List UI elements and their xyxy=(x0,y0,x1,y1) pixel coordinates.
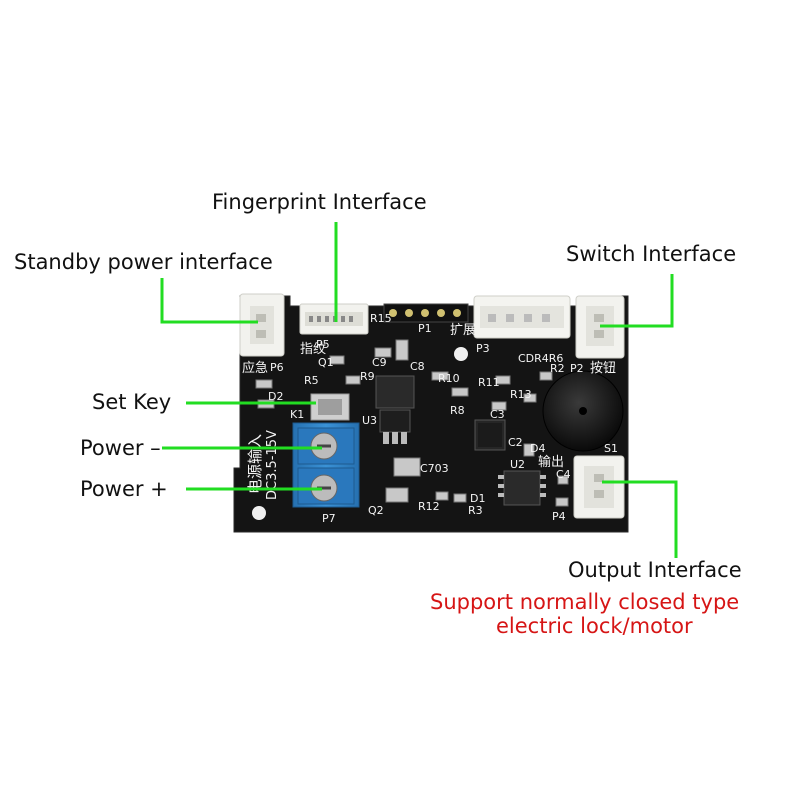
label-output-note-line2: electric lock/motor xyxy=(496,614,693,638)
p6-standby-connector xyxy=(239,293,285,357)
silk-p7: P7 xyxy=(322,512,336,525)
leader-switch xyxy=(600,274,674,328)
silk-p3: P3 xyxy=(476,342,490,355)
silk-p1: P1 xyxy=(418,322,432,335)
silk-p4: P4 xyxy=(552,510,566,523)
silk-r2: R2 xyxy=(550,362,565,375)
silk-q1: Q1 xyxy=(318,356,334,369)
silk-r5: R5 xyxy=(304,374,319,387)
silk-cdr4r6: CDR4R6 xyxy=(518,352,563,365)
silk-d2: D2 xyxy=(268,390,283,403)
silk-expand: 扩展 xyxy=(450,323,476,338)
silk-r8: R8 xyxy=(450,404,465,417)
silk-power-input: 电源输入 xyxy=(246,434,264,494)
p1-header-pads xyxy=(383,303,469,323)
silk-r13: R13 xyxy=(510,388,532,401)
label-standby-power-interface: Standby power interface xyxy=(14,250,273,274)
p3-expand-connector xyxy=(473,295,571,339)
label-power-minus: Power – xyxy=(80,436,161,460)
label-output-interface: Output Interface xyxy=(568,558,742,582)
silk-r3: R3 xyxy=(468,504,483,517)
label-fingerprint-interface: Fingerprint Interface xyxy=(212,190,427,214)
p4-output-connector xyxy=(573,455,625,519)
leader-standby xyxy=(160,278,258,324)
silk-c2: C2 xyxy=(508,436,523,449)
u2-chip xyxy=(498,470,546,506)
silk-d4: D4 xyxy=(530,442,545,455)
silk-r11: R11 xyxy=(478,376,500,389)
label-output-note-line1: Support normally closed type xyxy=(430,590,740,614)
silk-c8: C8 xyxy=(410,360,425,373)
silk-q2: Q2 xyxy=(368,504,384,517)
u1-microcontroller xyxy=(474,419,506,451)
silk-r12: R12 xyxy=(418,500,440,513)
silk-c703: C703 xyxy=(420,462,449,475)
mounting-hole xyxy=(454,347,468,361)
silk-c9: C9 xyxy=(372,356,387,369)
label-set-key: Set Key xyxy=(92,390,172,414)
mounting-hole xyxy=(252,506,266,520)
silk-r9: R9 xyxy=(360,370,375,383)
silk-output: 输出 xyxy=(538,454,564,470)
silk-emergency: 应急 xyxy=(242,360,268,376)
silk-fingerprint: 指纹 xyxy=(300,342,326,357)
smd-components xyxy=(255,339,569,507)
silk-u3: U3 xyxy=(362,414,377,427)
label-switch-interface: Switch Interface xyxy=(566,242,737,266)
silk-p6: P6 xyxy=(270,361,284,374)
buzzer xyxy=(542,370,624,452)
leader-output xyxy=(602,480,678,558)
k1-set-key-button xyxy=(310,393,350,421)
silk-r10: R10 xyxy=(438,372,460,385)
silk-c4: C4 xyxy=(556,468,571,481)
silk-s1: S1 xyxy=(604,442,618,455)
silk-p2: P2 xyxy=(570,362,584,375)
silk-c3: C3 xyxy=(490,408,505,421)
silk-u2: U2 xyxy=(510,458,525,471)
silk-button: 按钮 xyxy=(590,361,616,376)
u3-voltage-regulator xyxy=(375,375,415,444)
silk-r15: R15 xyxy=(370,312,392,325)
silk-d1: D1 xyxy=(470,492,485,505)
silk-p5: P5 xyxy=(316,338,330,351)
silk-k1: K1 xyxy=(290,408,304,421)
label-power-plus: Power + xyxy=(80,477,168,501)
p5-fingerprint-connector xyxy=(299,303,369,335)
p7-power-terminal-block xyxy=(292,422,360,508)
